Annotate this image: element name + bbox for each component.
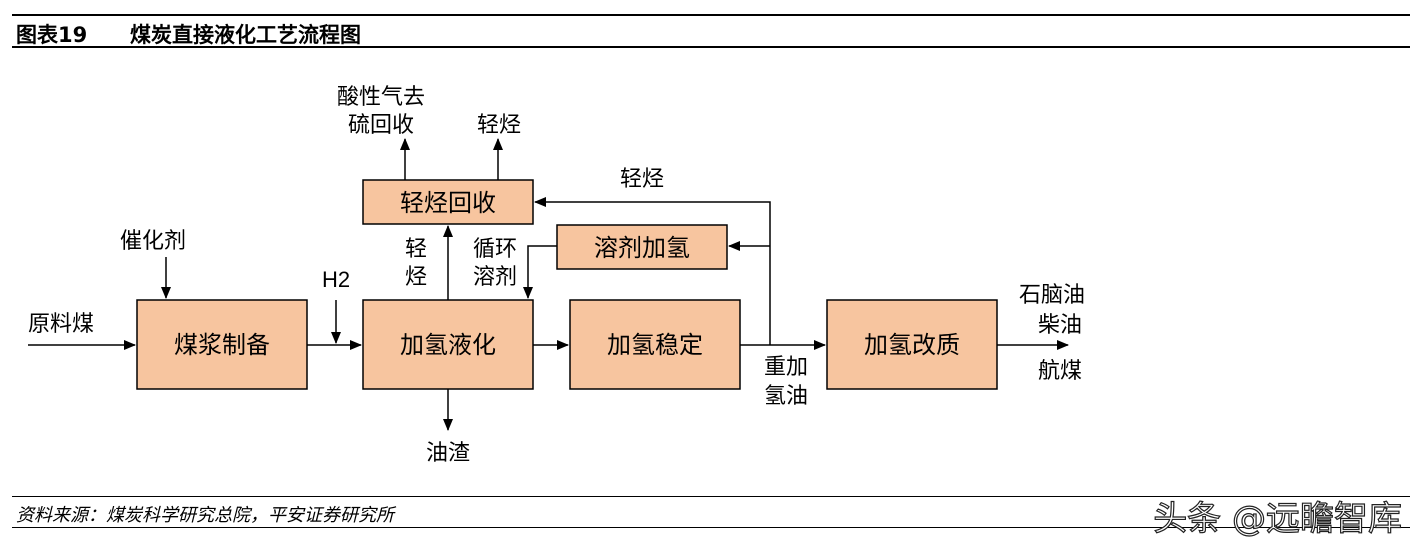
box-upgrading: 加氢改质 bbox=[826, 299, 998, 390]
box-slurry-label: 煤浆制备 bbox=[174, 331, 270, 359]
figure-label: 图表19 bbox=[16, 23, 88, 47]
arrow-recycle-solvent bbox=[523, 245, 557, 299]
label-recycle-line1: 循环 bbox=[473, 237, 517, 262]
label-raw-coal: 原料煤 bbox=[28, 312, 94, 337]
label-acid-gas-line1: 酸性气去 bbox=[337, 85, 425, 110]
figure-footer: 资料来源：煤炭科学研究总院，平安证券研究所 头条 @远瞻智库 bbox=[12, 496, 1410, 540]
label-light-right: 轻烃 bbox=[620, 167, 664, 192]
label-light-vertical-1: 轻 bbox=[405, 237, 427, 262]
box-stabilization-label: 加氢稳定 bbox=[607, 331, 703, 359]
box-slurry: 煤浆制备 bbox=[136, 299, 308, 390]
watermark: 头条 @远瞻智库 bbox=[1153, 498, 1403, 539]
box-stabilization: 加氢稳定 bbox=[569, 299, 741, 390]
figure-header: 图表19 煤炭直接液化工艺流程图 bbox=[12, 14, 1410, 48]
label-recycle-line2: 溶剂 bbox=[473, 265, 517, 290]
source-note: 资料来源：煤炭科学研究总院，平安证券研究所 bbox=[16, 505, 394, 526]
box-liquefaction: 加氢液化 bbox=[362, 299, 534, 390]
box-upgrading-label: 加氢改质 bbox=[864, 331, 960, 359]
label-light-top: 轻烃 bbox=[477, 113, 521, 138]
box-solvent-hydro-label: 溶剂加氢 bbox=[594, 234, 690, 262]
box-light-recovery: 轻烃回收 bbox=[362, 179, 534, 225]
label-residue: 油渣 bbox=[426, 441, 470, 466]
label-product-jet: 航煤 bbox=[1038, 359, 1082, 384]
box-solvent-hydro: 溶剂加氢 bbox=[556, 224, 728, 270]
label-heavy-line2: 氢油 bbox=[764, 384, 808, 409]
label-light-vertical-2: 烃 bbox=[405, 265, 427, 290]
figure-title: 煤炭直接液化工艺流程图 bbox=[130, 23, 361, 47]
label-product-naphtha: 石脑油 bbox=[1019, 283, 1085, 308]
arrow-light-return bbox=[534, 197, 771, 345]
box-liquefaction-label: 加氢液化 bbox=[400, 331, 496, 359]
label-product-diesel: 柴油 bbox=[1038, 313, 1082, 338]
label-catalyst: 催化剂 bbox=[120, 229, 186, 254]
label-heavy-line1: 重加 bbox=[764, 355, 808, 380]
label-h2: H2 bbox=[322, 267, 350, 292]
box-light-recovery-label: 轻烃回收 bbox=[400, 189, 496, 217]
label-acid-gas-line2: 硫回收 bbox=[348, 113, 414, 138]
